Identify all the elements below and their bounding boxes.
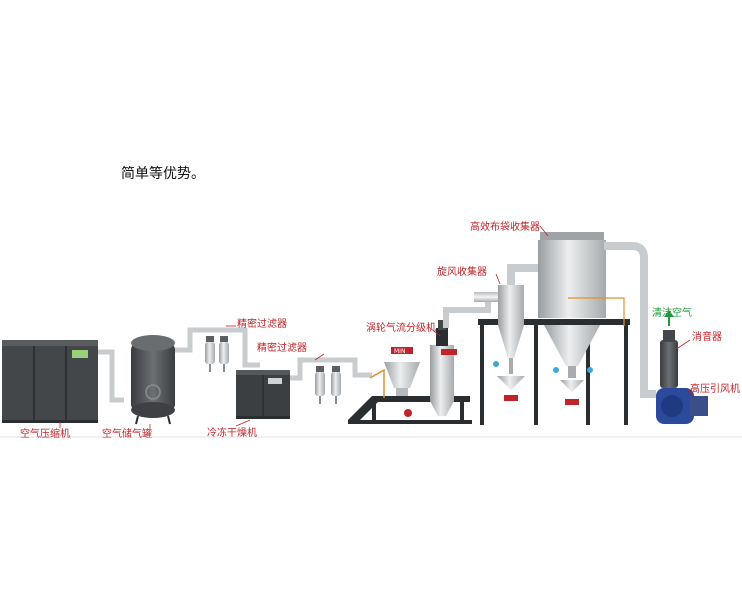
classifier-platform <box>348 368 472 424</box>
refrigerated-dryer <box>236 370 290 419</box>
air-compressor <box>2 340 98 423</box>
bag-collector <box>538 232 625 405</box>
intro-text: 简单等优势。 <box>121 166 205 182</box>
label-clean-air: 清洁空气 <box>652 306 692 319</box>
label-bag-collector: 高效布袋收集器 <box>470 220 540 233</box>
pipe-cyclone-baghouse <box>507 264 540 285</box>
label-leader-lines <box>59 225 695 428</box>
label-high-pressure-fan: 高压引风机 <box>690 382 740 395</box>
label-precision-filter-2: 精密过滤器 <box>257 341 307 354</box>
svg-text:MIN: MIN <box>394 348 405 355</box>
turbo-classifier <box>404 320 457 417</box>
label-precision-filter-1: 精密过滤器 <box>237 317 287 330</box>
high-pressure-fan <box>656 388 708 424</box>
main-support-frame <box>478 319 630 425</box>
air-tank <box>131 335 175 425</box>
label-refrigerated-dryer: 冷冻干燥机 <box>207 426 257 439</box>
pipe-compressor-tank <box>98 349 124 403</box>
pipe-tank-filter <box>175 327 260 368</box>
precision-filter-1 <box>205 336 229 372</box>
label-silencer: 消音器 <box>692 330 722 343</box>
cyclone-collector <box>474 285 525 401</box>
feed-hopper: MIN <box>384 347 420 396</box>
clean-air-arrow-icon <box>664 310 674 326</box>
label-air-compressor: 空气压缩机 <box>20 427 70 440</box>
label-turbo-classifier: 涡轮气流分级机 <box>366 321 436 334</box>
label-air-tank: 空气储气罐 <box>102 427 152 440</box>
silencer <box>660 330 678 388</box>
precision-filter-2 <box>315 366 341 404</box>
pipe-dryer-filter <box>290 357 372 381</box>
label-cyclone-collector: 旋风收集器 <box>437 265 487 278</box>
pipe-baghouse-fan <box>604 242 656 398</box>
